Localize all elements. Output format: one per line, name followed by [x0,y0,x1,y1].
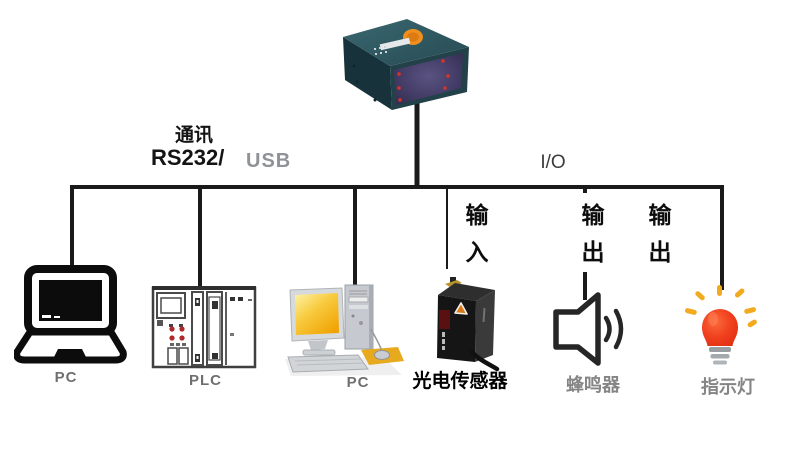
sensor-top-face [438,283,495,301]
laptop-icon [13,263,132,372]
plc-red-knobs [169,326,185,341]
plc-rail-module [191,291,204,366]
laptop-base [13,328,127,364]
input-label: 输入 [463,197,491,271]
comm-label: 通讯 [174,125,213,146]
scanner-window [394,53,463,105]
output-label-2: 输出 [646,197,674,271]
plc-label: PLC [189,372,222,389]
desktop-pc-icon [283,283,405,388]
indicator-light-label: 指示灯 [701,377,755,397]
light-rays [684,285,757,328]
pc-cd-slot [348,296,369,303]
sensor-side-face [475,290,495,362]
laptop-notch [54,349,86,357]
io-label: I/O [540,152,566,173]
mouse [374,350,390,360]
sensor-lens [439,310,450,329]
indicator-light-icon [683,283,763,378]
rs232-label: RS232/ [151,145,225,170]
output-label-1: 输出 [579,197,607,271]
scanner-label-strip [379,37,411,51]
plc-icon [148,283,260,378]
photo-sensor-icon [423,270,513,377]
bus-line [70,185,724,290]
scanner-top-dots [374,46,387,55]
desktop-pc-label: PC [346,374,370,391]
photo-sensor-label: 光电传感器 [412,371,508,392]
sensor-connector [445,280,462,287]
scanner-device-icon [330,10,480,127]
plc-hmi-screen [160,297,182,314]
scanner-left-face [343,37,392,110]
buzzer-wave-1 [603,315,612,343]
monitor-screen [295,293,339,335]
buzzer-icon [550,288,645,375]
sensor-cable [469,349,500,372]
buzzer-label: 蜂鸣器 [566,375,620,395]
usb-label: USB [246,150,292,172]
bulb [702,309,738,346]
buzzer-wave-2 [613,308,624,350]
buzzer-horn [553,292,601,366]
scanner-led-dots [397,59,450,102]
monitor-neck [308,340,328,350]
sensor-logo-triangle [454,302,468,315]
sensor-brand-marks [442,332,445,350]
scanner-screw-dots [352,64,377,102]
laptop-screen [39,280,102,321]
mouse-cable [370,328,383,352]
monitor-base [302,349,336,356]
laptop-label: PC [54,369,78,386]
pc-tower [344,284,374,350]
bulb-base [709,347,731,365]
